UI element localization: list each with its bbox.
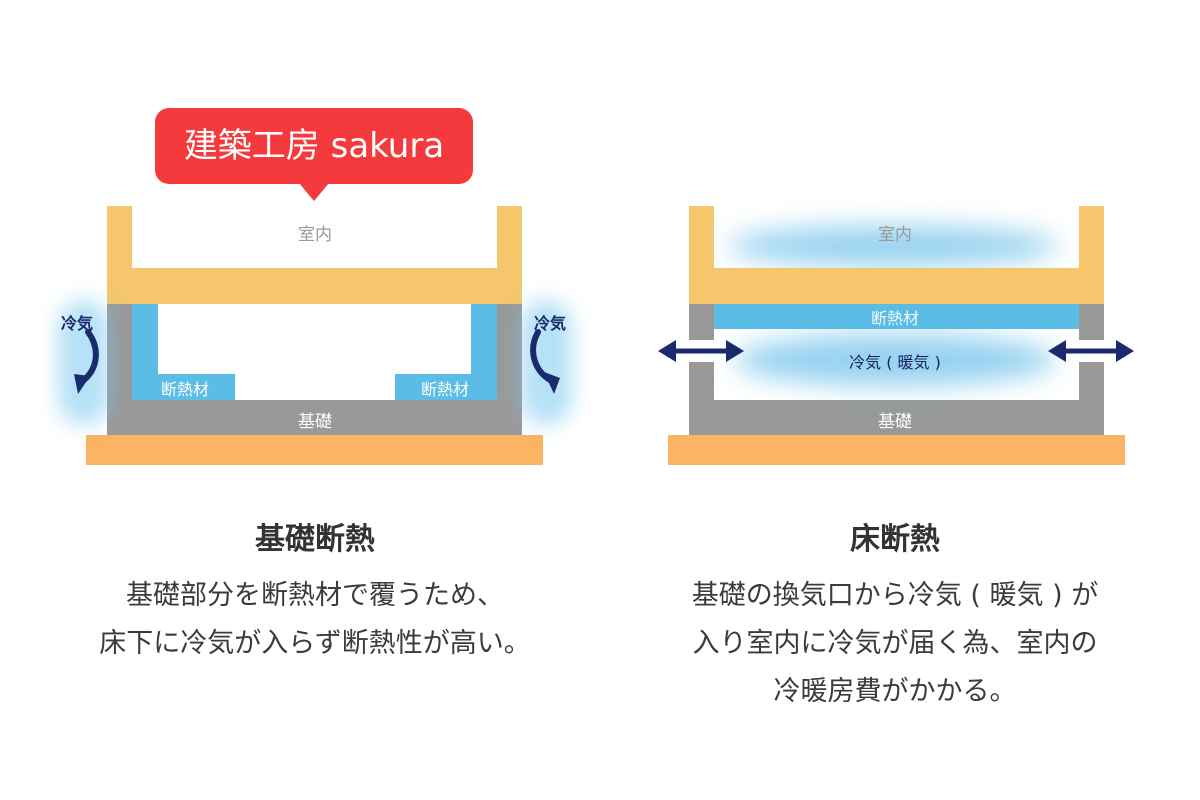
cold-air-curved-arrow-icon [530,329,560,394]
right-underfloor-glow [735,334,1055,386]
cold-air-curved-arrow-icon [74,329,99,394]
left-cold-air-label-left: 冷気 [60,314,93,333]
right-room-glow [728,226,1058,266]
left-cold-air-label-right: 冷気 [533,314,566,333]
right-foundation-slab [689,400,1104,435]
right-title: 床断熱 [850,522,940,557]
left-room-label: 室内 [298,225,332,245]
left-floor [107,268,522,304]
right-floor [689,268,1104,304]
double-headed-arrow-icon [1048,340,1134,362]
right-insulation-label: 断熱材 [870,309,919,328]
double-headed-arrow-icon [658,340,744,362]
left-desc-line1: 基礎部分を断熱材で覆うため、 [126,580,504,611]
left-ground [86,435,543,465]
left-title: 基礎断熱 [255,522,375,557]
brand-callout: 建築工房 sakura [155,108,473,184]
left-foundation-slab [107,400,522,435]
right-desc-line3: 冷暖房費がかかる。 [773,676,1017,707]
left-insulation-foot-left [132,374,235,400]
left-insulation-foot-right [395,374,497,400]
right-ground [668,435,1125,465]
left-insulation-label-right: 断熱材 [420,380,469,399]
right-cold-air-label: 冷気 ( 暖気 ) [849,353,941,372]
right-desc-line1: 基礎の換気口から冷気 ( 暖気 ) が [691,580,1099,611]
left-desc-line2: 床下に冷気が入らず断熱性が高い。 [99,628,531,659]
right-room-label: 室内 [878,225,912,245]
left-cold-glow-right [520,300,572,425]
right-desc-line2: 入り室内に冷気が届く為、室内の [692,628,1098,659]
left-foundation-label: 基礎 [298,412,332,432]
left-cold-glow-left [58,300,110,425]
right-insulation-strip [714,304,1079,329]
right-foundation-label: 基礎 [878,412,912,432]
brand-callout-tail [299,183,329,201]
left-insulation-label-left: 断熱材 [160,380,209,399]
